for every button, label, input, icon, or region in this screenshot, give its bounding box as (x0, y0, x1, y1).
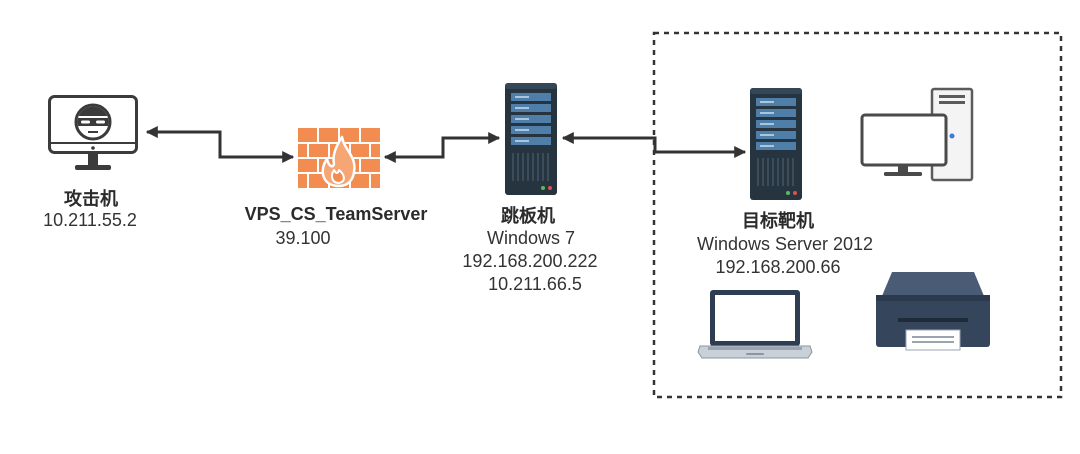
teamserver-name-label: VPS_CS_TeamServer (245, 204, 428, 224)
teamserver-ip-label: 39.100 (275, 228, 330, 248)
hacker-face-icon (74, 103, 112, 141)
jump-host-name-label: 跳板机 (501, 205, 555, 226)
jump-host-os-label: Windows 7 (487, 228, 575, 248)
desktop-pc-icon (860, 87, 974, 182)
attacker-name-label: 攻击机 (64, 188, 118, 209)
target-ip-label: 192.168.200.66 (715, 257, 840, 277)
link-teamserver-jump-host (383, 132, 501, 163)
target-network-zone (652, 31, 1063, 399)
attacker-ip-label: 10.211.55.2 (43, 210, 137, 230)
link-attacker-teamserver (145, 126, 295, 163)
jump-host-external-ip-label: 10.211.66.5 (488, 274, 582, 294)
target-name-label: 目标靶机 (742, 210, 814, 231)
target-os-label: Windows Server 2012 (697, 234, 873, 254)
monitor-hacker-icon (48, 95, 138, 170)
flame-icon (321, 135, 356, 188)
firewall-icon (298, 128, 380, 188)
laptop-icon (697, 290, 813, 359)
target-server-icon (750, 88, 802, 200)
printer-icon (876, 272, 990, 351)
link-jump-host-target (561, 132, 747, 158)
server-icon (505, 83, 557, 195)
jump-host-internal-ip-label: 192.168.200.222 (462, 251, 597, 271)
